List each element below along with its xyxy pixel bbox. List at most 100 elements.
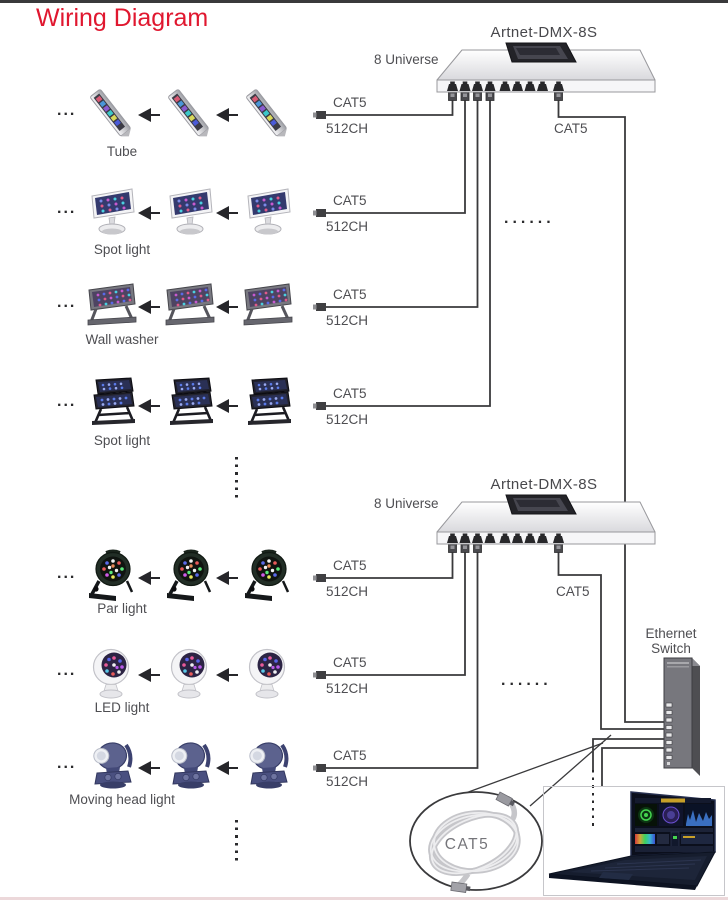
fixture-wall-washer — [164, 278, 216, 334]
ethernet-switch-label-line1: Ethernet — [645, 626, 697, 641]
channel-count-label: 512CH — [326, 219, 369, 234]
ethernet-switch — [663, 657, 700, 776]
more-fixtures-ellipsis: ... — [57, 565, 77, 582]
control-laptop — [548, 791, 716, 890]
fixture-spot-light-dark — [242, 377, 294, 433]
daisy-chain-arrow-icon — [138, 107, 160, 123]
daisy-chain-arrow-icon — [216, 299, 238, 315]
daisy-chain-arrow-icon — [138, 760, 160, 776]
daisy-chain-arrow-icon — [216, 398, 238, 414]
universe-label: 8 Universe — [374, 52, 439, 67]
daisy-chain-arrow-icon — [216, 760, 238, 776]
laptop-image-frame — [543, 786, 725, 896]
daisy-chain-arrow-icon — [138, 205, 160, 221]
switch-ports — [665, 702, 673, 760]
coil-callout-line-2 — [451, 742, 604, 799]
fixture-led-light — [242, 646, 294, 702]
laptop-trackpad — [599, 872, 633, 880]
artnet-dmx-controller-bottom — [430, 490, 662, 554]
cat5-cable-coil: CAT5 — [409, 791, 543, 893]
fixture-led-light — [164, 646, 216, 702]
switch-laptop-line — [601, 747, 664, 786]
channel-count-label: 512CH — [326, 584, 369, 599]
channel-count-label: 512CH — [326, 121, 369, 136]
more-rows-ellipsis — [235, 457, 238, 501]
cable-row-spotlight — [326, 100, 466, 214]
fixture-moving-head — [86, 739, 138, 795]
fixture-spot-light — [86, 184, 138, 240]
daisy-chain-arrow-icon — [216, 107, 238, 123]
cable-type-label: CAT5 — [333, 386, 367, 401]
rj45-connector-icon — [495, 791, 515, 807]
channel-count-label: 512CH — [326, 313, 369, 328]
fixture-par-light — [86, 549, 138, 605]
rj45-plug-icons — [313, 111, 326, 772]
more-ports-ellipsis: ...... — [504, 210, 555, 227]
fixture-row-label: Spot light — [93, 242, 151, 257]
channel-count-label: 512CH — [326, 412, 369, 427]
fixture-spot-light-dark — [164, 377, 216, 433]
controller-port-stub-pins — [450, 93, 561, 549]
coil-cable-label: CAT5 — [445, 836, 489, 853]
fixture-row-label: LED light — [94, 700, 150, 715]
rj45-connector-icon — [450, 881, 471, 893]
bottom-border — [0, 897, 728, 900]
more-fixtures-ellipsis: ... — [57, 200, 77, 217]
fixture-row-label: Wall washer — [85, 332, 159, 347]
fixture-tube — [86, 86, 138, 142]
fixture-spot-light — [164, 184, 216, 240]
fixture-tube — [242, 86, 294, 142]
cable-row-wallwasher — [326, 100, 479, 308]
fixture-tube — [164, 86, 216, 142]
fixture-row-label: Moving head light — [69, 792, 175, 807]
more-connections-ellipsis — [591, 770, 595, 830]
fixture-row-label: Par light — [97, 601, 147, 616]
fixture-par-light — [164, 549, 216, 605]
daisy-chain-arrow-icon — [216, 205, 238, 221]
more-rows-ellipsis — [235, 820, 238, 864]
cable-row-tube — [326, 100, 454, 116]
more-fixtures-ellipsis: ... — [57, 393, 77, 410]
fixture-wall-washer — [242, 278, 294, 334]
page-title: Wiring Diagram — [36, 4, 209, 32]
daisy-chain-arrow-icon — [138, 667, 160, 683]
cable-type-label: CAT5 — [333, 95, 367, 110]
more-fixtures-ellipsis: ... — [57, 755, 77, 772]
cable-row-ledlight — [326, 552, 466, 676]
fixture-led-light — [86, 646, 138, 702]
daisy-chain-arrow-icon — [216, 667, 238, 683]
more-fixtures-ellipsis: ... — [57, 294, 77, 311]
fixture-moving-head — [242, 739, 294, 795]
artnet-dmx-controller-top — [430, 38, 662, 102]
fixture-spot-light-dark — [86, 377, 138, 433]
daisy-chain-arrow-icon — [138, 570, 160, 586]
controller-name: Artnet-DMX-8S — [490, 476, 598, 493]
fixture-moving-head — [164, 739, 216, 795]
ethernet-switch-label-line2: Switch — [651, 641, 691, 656]
cable-row-spotdark — [326, 100, 491, 407]
fixture-par-light — [242, 549, 294, 605]
daisy-chain-arrow-icon — [138, 299, 160, 315]
universe-label: 8 Universe — [374, 496, 439, 511]
cable-type-label: CAT5 — [333, 558, 367, 573]
cable-type-label: CAT5 — [333, 748, 367, 763]
channel-count-label: 512CH — [326, 681, 369, 696]
cable-type-label: CAT5 — [333, 193, 367, 208]
uplink-cable-label: CAT5 — [554, 121, 588, 136]
switch-spare-line — [592, 738, 664, 770]
channel-count-label: 512CH — [326, 774, 369, 789]
uplink-controller-bottom — [557, 552, 664, 730]
controller-name: Artnet-DMX-8S — [490, 24, 598, 41]
fixture-spot-light — [242, 184, 294, 240]
switch-led — [667, 762, 670, 765]
daisy-chain-arrow-icon — [216, 570, 238, 586]
uplink-controller-top — [557, 100, 664, 723]
uplink-cable-label: CAT5 — [556, 584, 590, 599]
fixture-row-label: Tube — [106, 144, 138, 159]
cable-row-parlight — [326, 552, 454, 579]
daisy-chain-arrow-icon — [138, 398, 160, 414]
more-fixtures-ellipsis: ... — [57, 662, 77, 679]
fixture-wall-washer — [86, 278, 138, 334]
